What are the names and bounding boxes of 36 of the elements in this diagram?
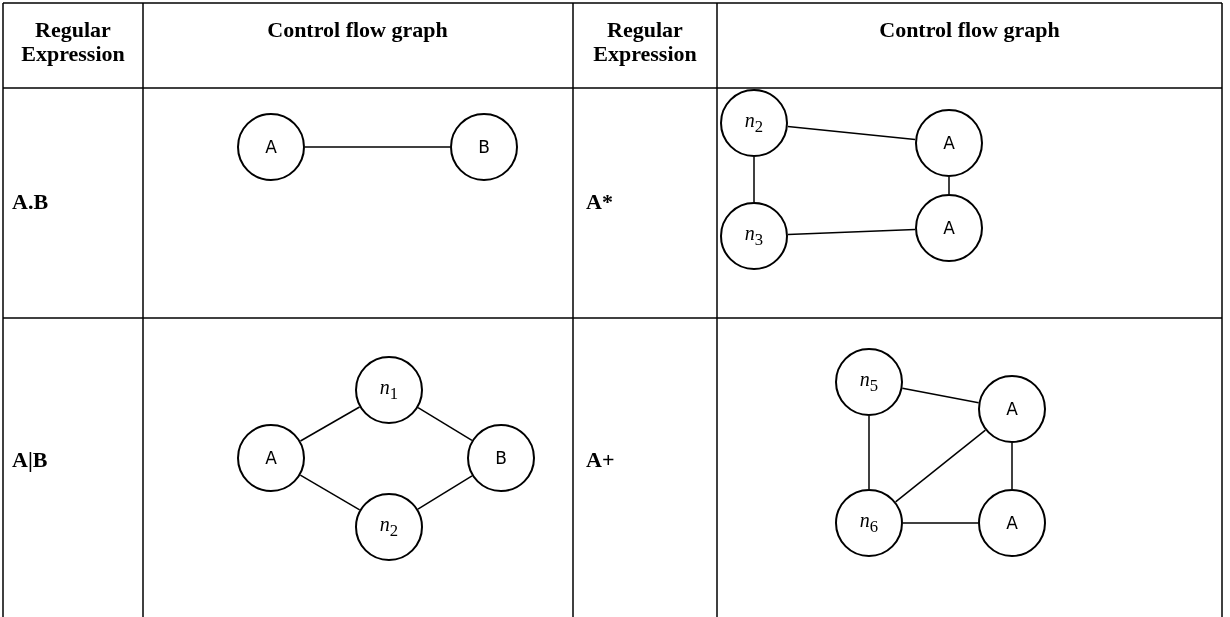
connector-line [868, 415, 870, 490]
node-circle: A [978, 489, 1046, 557]
expression-text: A|B [12, 447, 48, 472]
node-circle: n$_{2}$ [720, 89, 788, 157]
node-circle: n$_{1}$ [355, 356, 423, 424]
header-cell: Control flow graph [879, 17, 1060, 42]
connector-line [1011, 442, 1013, 490]
connector-line [417, 475, 473, 510]
node-circle: B [467, 424, 535, 492]
node-circle: n$_{3}$ [720, 202, 788, 270]
header-cell: Regular Expression [21, 17, 125, 67]
node-circle: n$_{6}$ [835, 489, 903, 557]
connector-line [299, 474, 361, 511]
node-circle: A [915, 109, 983, 177]
node-circle: A [237, 424, 305, 492]
node-circle: A [915, 194, 983, 262]
connector-line [902, 522, 979, 524]
node-circle: n$_{2}$ [355, 493, 423, 561]
header-cell: Regular Expression [593, 17, 697, 67]
connector-line [787, 228, 916, 236]
expression-text: A* [586, 189, 613, 214]
connector-line [787, 125, 916, 141]
node-circle: n$_{5}$ [835, 348, 903, 416]
connector-line [948, 176, 950, 195]
connector-line [753, 156, 755, 203]
node-circle: B [450, 113, 518, 181]
expression-text: A.B [12, 189, 49, 214]
connector-line [417, 406, 473, 442]
connector-line [901, 387, 980, 404]
expression-text: A+ [586, 447, 615, 472]
node-circle: A [978, 375, 1046, 443]
header-cell: Control flow graph [267, 17, 448, 42]
connector-line [894, 429, 987, 503]
connector-line [299, 406, 361, 442]
node-circle: A [237, 113, 305, 181]
connector-line [304, 146, 451, 148]
